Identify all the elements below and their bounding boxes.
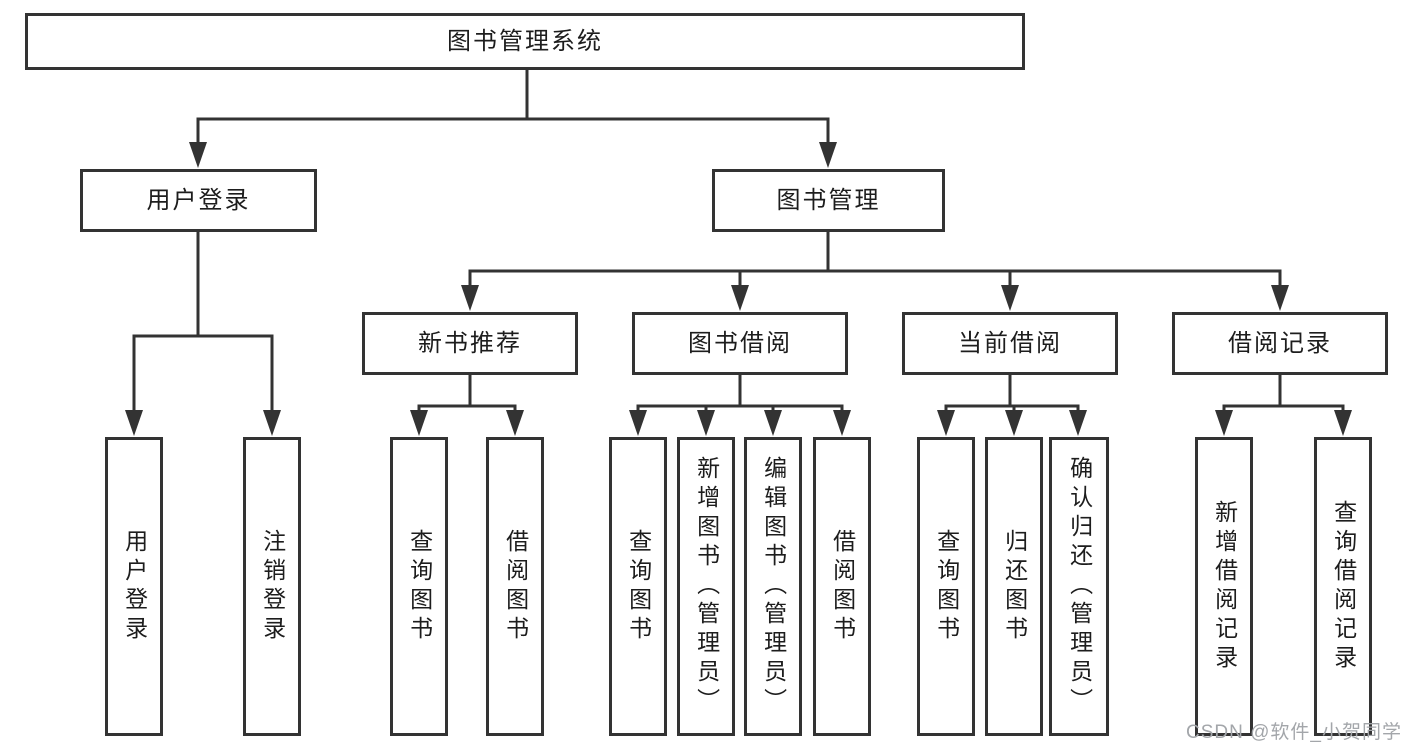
leaf-edit-books-admin: 编辑图书（管理员）: [744, 437, 802, 736]
node-borrow-records-label: 借阅记录: [1228, 329, 1332, 357]
node-book-management: 图书管理: [712, 169, 945, 232]
node-root-system: 图书管理系统: [25, 13, 1025, 70]
leaf-borrow-books-label: 借阅图书: [829, 528, 856, 645]
leaf-user-login: 用户登录: [105, 437, 163, 736]
leaf-add-books-admin: 新增图书（管理员）: [677, 437, 735, 736]
leaf-edit-books-admin-label: 编辑图书（管理员）: [760, 456, 787, 717]
leaf-query-books-recommend-label: 查询图书: [406, 528, 433, 645]
leaf-confirm-return-admin: 确认归还（管理员）: [1049, 437, 1109, 736]
node-book-borrow: 图书借阅: [632, 312, 848, 375]
leaf-return-books-label: 归还图书: [1001, 528, 1028, 645]
node-borrow-records: 借阅记录: [1172, 312, 1388, 375]
leaf-logout-login: 注销登录: [243, 437, 301, 736]
leaf-add-books-admin-label: 新增图书（管理员）: [693, 456, 720, 717]
leaf-add-borrow-record: 新增借阅记录: [1195, 437, 1253, 736]
leaf-query-books-borrow: 查询图书: [609, 437, 667, 736]
leaf-borrow-books-recommend-label: 借阅图书: [502, 528, 529, 645]
node-current-borrow: 当前借阅: [902, 312, 1118, 375]
csdn-watermark: CSDN @软件_小贺同学: [1186, 722, 1402, 743]
node-new-book-recommend-label: 新书推荐: [418, 329, 522, 357]
node-user-login: 用户登录: [80, 169, 317, 232]
leaf-query-books-current-label: 查询图书: [933, 528, 960, 645]
leaf-confirm-return-admin-label: 确认归还（管理员）: [1066, 456, 1093, 717]
node-root-system-label: 图书管理系统: [447, 27, 603, 55]
leaf-borrow-books-recommend: 借阅图书: [486, 437, 544, 736]
leaf-query-borrow-record-label: 查询借阅记录: [1330, 499, 1357, 674]
node-book-borrow-label: 图书借阅: [688, 329, 792, 357]
leaf-query-books-current: 查询图书: [917, 437, 975, 736]
node-user-login-label: 用户登录: [146, 186, 251, 214]
node-new-book-recommend: 新书推荐: [362, 312, 578, 375]
leaf-query-books-recommend: 查询图书: [390, 437, 448, 736]
leaf-borrow-books: 借阅图书: [813, 437, 871, 736]
node-book-management-label: 图书管理: [776, 186, 881, 214]
node-current-borrow-label: 当前借阅: [958, 329, 1062, 357]
arrow-down-icons: [125, 142, 1352, 436]
leaf-logout-login-label: 注销登录: [259, 528, 286, 645]
leaf-return-books: 归还图书: [985, 437, 1043, 736]
leaf-query-books-borrow-label: 查询图书: [625, 528, 652, 645]
leaf-query-borrow-record: 查询借阅记录: [1314, 437, 1372, 736]
leaf-add-borrow-record-label: 新增借阅记录: [1211, 499, 1238, 674]
leaf-user-login-label: 用户登录: [121, 528, 148, 645]
tree-edges: [132, 68, 1345, 414]
